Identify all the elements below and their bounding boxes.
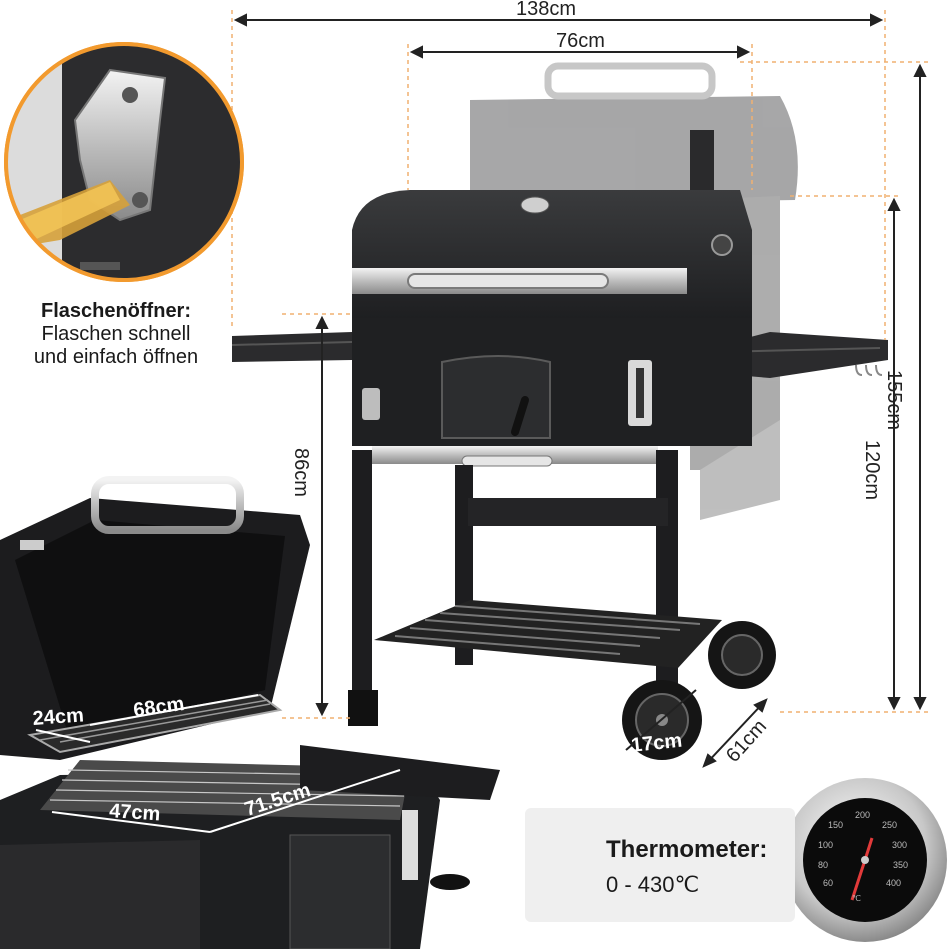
overall-height-label: 155cm bbox=[883, 370, 905, 431]
svg-text:300: 300 bbox=[892, 840, 907, 850]
firebox bbox=[352, 318, 752, 446]
table-height-label: 86cm bbox=[290, 448, 312, 497]
lid-thermometer bbox=[520, 196, 550, 214]
ash-tray bbox=[372, 446, 658, 464]
thermometer-range: 0 - 430℃ bbox=[606, 872, 700, 897]
chimney bbox=[690, 130, 714, 200]
bottle-opener-caption: Flaschenöffner: Flaschen schnell und ein… bbox=[0, 300, 232, 369]
cart-height-label: 120cm bbox=[861, 440, 883, 501]
warming-rack-depth-label: 24cm bbox=[32, 704, 85, 730]
lower-shelf bbox=[374, 600, 722, 668]
bottle-opener-mount bbox=[362, 388, 380, 420]
gauge-unit: ℃ bbox=[852, 894, 861, 903]
svg-text:60: 60 bbox=[823, 878, 833, 888]
thermometer-gauge: 60 80 100 150 200 250 300 350 400 bbox=[783, 778, 947, 942]
cross-brace bbox=[468, 498, 668, 526]
left-leg bbox=[352, 450, 372, 720]
overall-width-label: 138cm bbox=[516, 0, 577, 20]
inset-dimension-lines bbox=[35, 694, 401, 833]
inset-open-grill bbox=[0, 476, 500, 949]
left-side-table bbox=[231, 332, 353, 362]
thermometer-title: Thermometer: bbox=[606, 836, 768, 863]
grill-grate-depth-label: 47cm bbox=[108, 800, 162, 826]
fire-door-handle bbox=[511, 396, 529, 436]
svg-text:200: 200 bbox=[855, 810, 870, 820]
thermometer-info-box bbox=[525, 808, 795, 922]
wheel-back bbox=[708, 621, 776, 689]
fire-door bbox=[441, 355, 551, 439]
grill-width-label: 76cm bbox=[556, 30, 605, 52]
svg-text:350: 350 bbox=[893, 860, 908, 870]
bottle-opener-title: Flaschenöffner: bbox=[40, 300, 192, 322]
inset-lid-handle bbox=[91, 476, 244, 534]
bottle-opener-line-2: und einfach öffnen bbox=[33, 346, 199, 368]
svg-text:100: 100 bbox=[818, 840, 833, 850]
svg-text:150: 150 bbox=[828, 820, 843, 830]
bottle-opener-detail bbox=[4, 42, 244, 282]
dimension-lines bbox=[233, 13, 927, 768]
grill-lid bbox=[352, 190, 752, 318]
lid-handle bbox=[407, 273, 609, 289]
svg-text:400: 400 bbox=[886, 878, 901, 888]
svg-text:250: 250 bbox=[882, 820, 897, 830]
air-vent bbox=[711, 234, 733, 256]
svg-text:80: 80 bbox=[818, 860, 828, 870]
bottle-opener-line-1: Flaschen schnell bbox=[41, 323, 191, 345]
